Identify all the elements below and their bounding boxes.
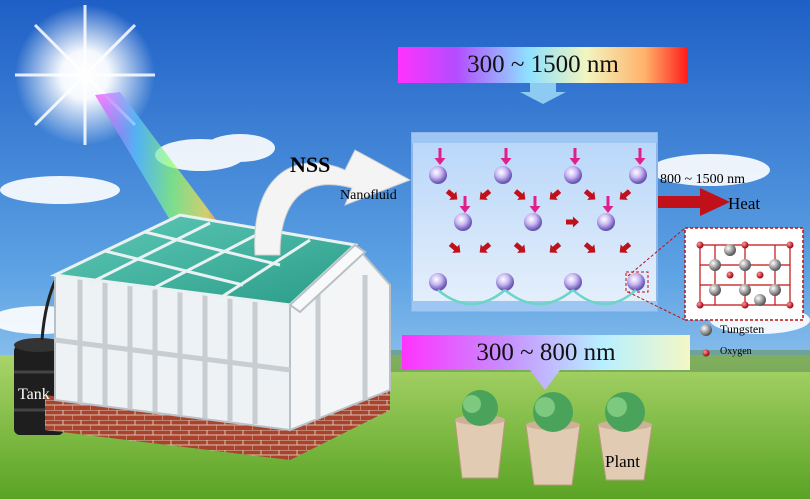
bottom-band-label: 300 ~ 800 nm: [476, 339, 616, 366]
incident-light-arrow: [434, 148, 446, 165]
nanoparticle: [597, 213, 615, 231]
plant-pots: [454, 390, 653, 486]
scatter-arrow: [619, 242, 632, 253]
scatter-arrow: [479, 242, 492, 253]
nss-arrow: [254, 149, 412, 256]
oxygen-legend-label: Oxygen: [720, 346, 752, 357]
heat-label: Heat: [728, 194, 761, 213]
scatter-arrow: [549, 189, 562, 200]
scatter-arrow: [513, 242, 526, 253]
tank-label: Tank: [18, 386, 50, 403]
scatter-arrow: [513, 189, 526, 200]
plant-label: Plant: [605, 452, 640, 471]
bottom-spectrum-band: [402, 335, 690, 390]
incident-light-arrow: [569, 148, 581, 165]
scatter-arrow: [479, 189, 492, 200]
transmitted-light-arc: [504, 289, 574, 306]
water-tank: [14, 274, 64, 435]
nanoparticle: [494, 166, 512, 184]
greenhouse: [45, 213, 391, 460]
transmitted-light-arc: [572, 289, 637, 306]
nanoparticle: [524, 213, 542, 231]
incident-light-arrow: [529, 196, 541, 213]
heat-arrow-icon: [658, 188, 730, 216]
sun-rays: [15, 5, 155, 145]
scatter-arrow: [583, 242, 596, 253]
scatter-arrow: [583, 189, 596, 200]
nss-label: NSS: [290, 152, 331, 177]
tungsten-legend-icon: [700, 324, 712, 336]
scatter-arrow: [445, 189, 458, 200]
nanoparticle: [429, 273, 447, 291]
scatter-arrow: [619, 189, 632, 200]
nanoparticle: [429, 166, 447, 184]
nanoparticle: [629, 166, 647, 184]
tungsten-legend-label: Tungsten: [720, 322, 765, 336]
nanoparticle: [454, 213, 472, 231]
nanoparticles: [429, 148, 647, 306]
top-band-label: 300 ~ 1500 nm: [467, 51, 619, 78]
incident-light-arrow: [459, 196, 471, 213]
nanoparticle: [564, 166, 582, 184]
transmitted-light-arc: [437, 289, 506, 306]
ir-band-label: 800 ~ 1500 nm: [660, 172, 745, 187]
nanoparticle: [627, 273, 645, 291]
incident-light-arrow: [634, 148, 646, 165]
top-spectrum-band: [398, 47, 688, 83]
nanoparticle: [496, 273, 514, 291]
incident-light-arrow: [602, 196, 614, 213]
scatter-arrow: [448, 242, 461, 253]
oxygen-legend-icon: [702, 349, 710, 357]
nanofluid-label: Nanofluid: [340, 188, 397, 203]
crystal-structure-inset: [625, 227, 804, 321]
incident-light-arrow: [500, 148, 512, 165]
scatter-arrow: [549, 242, 562, 253]
nanoparticle: [564, 273, 582, 291]
down-arrow-icon: [520, 83, 566, 104]
scatter-arrow: [566, 216, 579, 228]
